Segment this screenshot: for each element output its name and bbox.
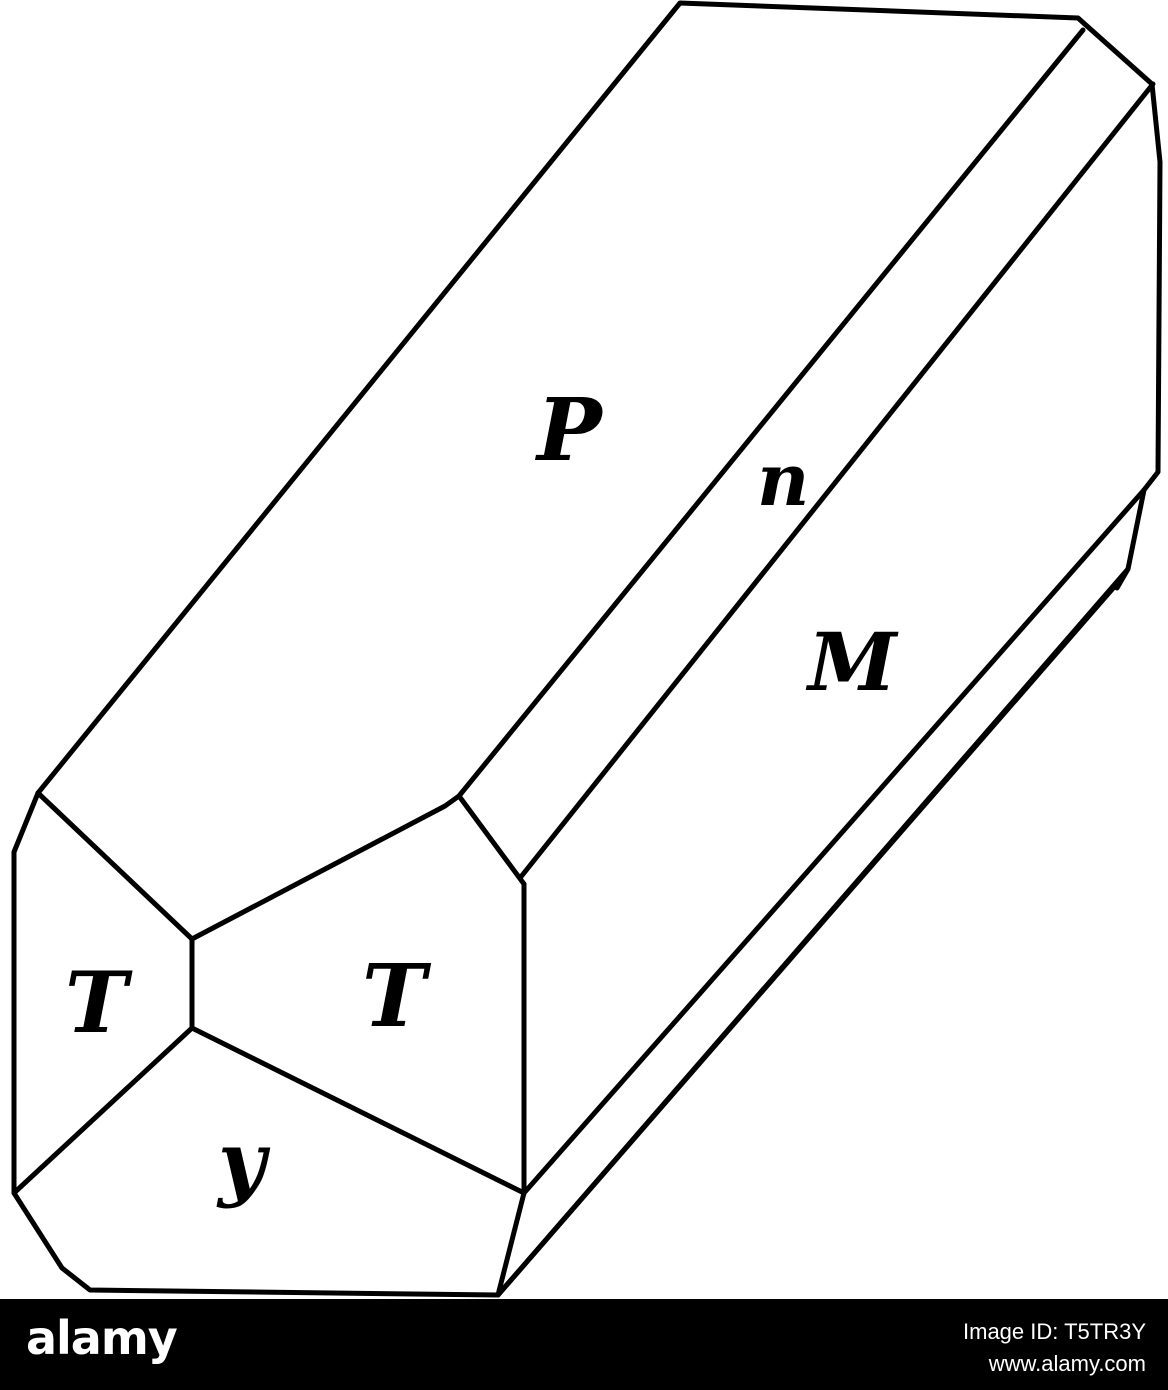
edge-bevel: [495, 566, 1131, 1298]
face-label-m: M: [805, 615, 899, 709]
watermark-footer: alamy Image ID: T5TR3Y www.alamy.com: [0, 1299, 1168, 1390]
edge-m-bottom: [521, 487, 1147, 1196]
edge-n-m: [517, 81, 1156, 881]
crystal-drawing: P n M T T y: [11, 0, 1163, 1298]
edge-t-left-top: [35, 790, 195, 942]
edge-t-left-bottom: [11, 1025, 195, 1196]
face-label-y: y: [216, 1114, 271, 1210]
face-label-p: P: [534, 380, 604, 481]
edge-y-top: [189, 1025, 527, 1298]
site-url-text: www.alamy.com: [988, 1351, 1146, 1376]
face-label-t-left: T: [65, 953, 133, 1052]
edge-outline: [11, 0, 1163, 1298]
edge-t-right-top: [189, 793, 527, 942]
image-id-text: Image ID: T5TR3Y: [963, 1319, 1146, 1344]
edge-p-right: [456, 27, 1086, 799]
face-label-n: n: [757, 437, 809, 522]
face-label-t-right: T: [362, 946, 432, 1047]
alamy-logo: alamy: [26, 1311, 178, 1365]
